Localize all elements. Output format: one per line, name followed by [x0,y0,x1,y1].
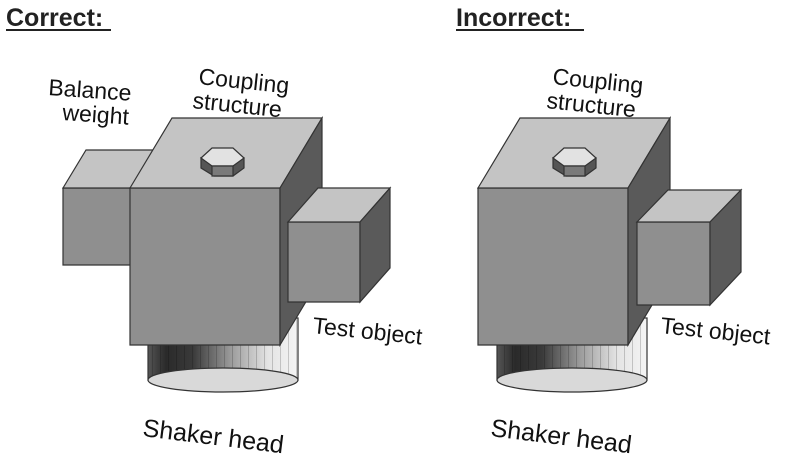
test-object-block [635,188,743,307]
label-balance-line2: weight [61,99,131,130]
label-shaker-head: Shaker head [489,414,633,459]
hex-bolt-icon [200,147,245,177]
label-test-object: Test object [659,312,772,349]
label-test-object: Test object [311,312,424,349]
test-object-block [286,186,392,304]
hex-bolt-icon [552,147,597,177]
panel-heading-incorrect: Incorrect: [456,4,571,32]
label-shaker-head: Shaker head [141,414,285,459]
label-balance-line1: Balance [48,74,133,106]
panel-heading-correct: Correct: [6,4,103,32]
panel-correct: Correct: [6,4,424,459]
panel-incorrect: Incorrect: Coupling structure [456,4,772,459]
